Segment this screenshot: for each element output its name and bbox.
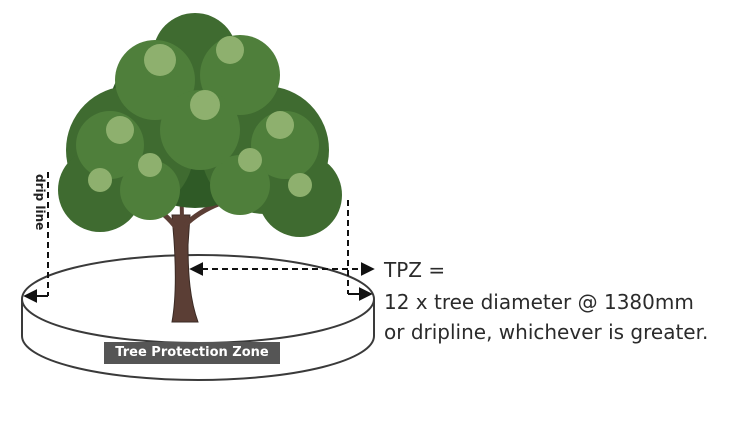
zone-ring-bottom-rim bbox=[21, 335, 375, 381]
drip-line-label: drip line bbox=[33, 173, 47, 231]
tree-protection-zone-label: Tree Protection Zone bbox=[104, 342, 280, 364]
tpz-formula: 12 x tree diameter @ 1380mm bbox=[384, 290, 694, 314]
tpz-alternative: or dripline, whichever is greater. bbox=[384, 320, 709, 344]
tpz-heading: TPZ = bbox=[384, 258, 446, 282]
tree-canopy bbox=[58, 13, 342, 237]
